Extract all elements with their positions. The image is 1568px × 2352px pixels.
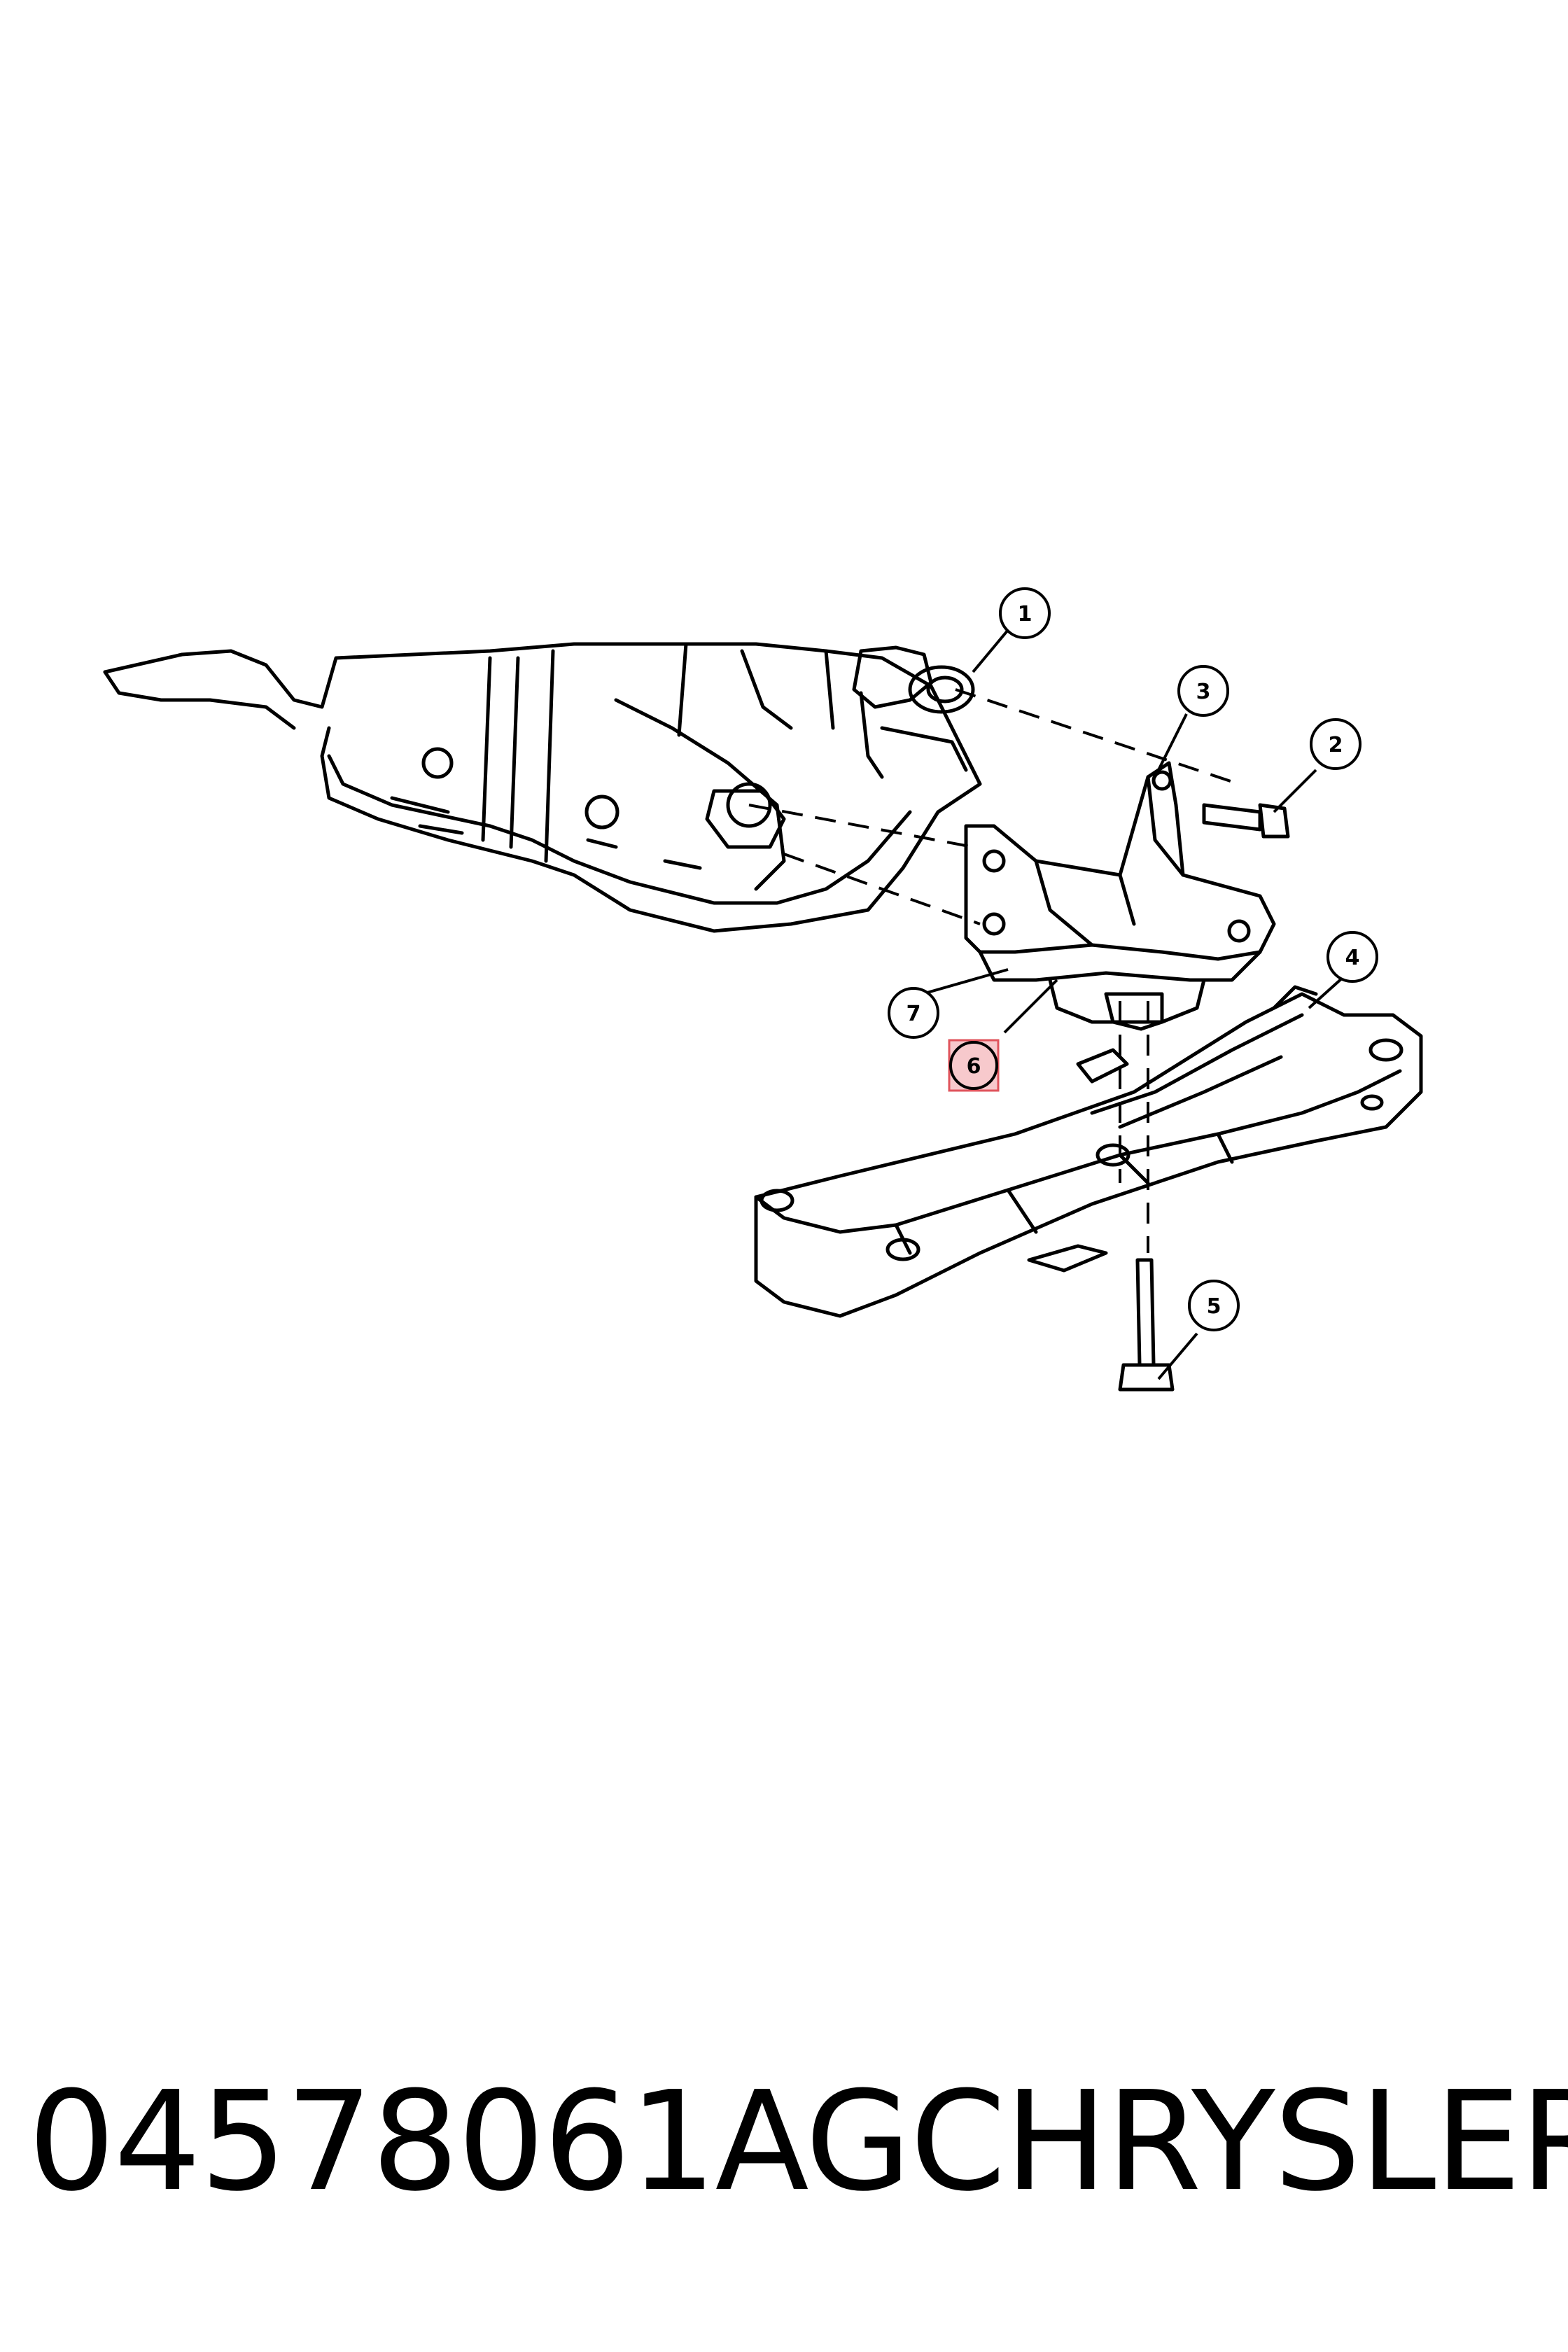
callout-2[interactable]: 2 xyxy=(1310,718,1362,770)
callout-6-label: 6 xyxy=(967,1054,981,1079)
callout-5[interactable]: 5 xyxy=(1188,1280,1240,1331)
callout-5-label: 5 xyxy=(1207,1294,1222,1319)
bolt-5 xyxy=(1118,1258,1175,1392)
callout-7-label: 7 xyxy=(906,1002,921,1026)
callout-2-label: 2 xyxy=(1329,733,1343,757)
callout-3[interactable]: 3 xyxy=(1177,665,1229,717)
callout-1[interactable]: 1 xyxy=(999,587,1051,639)
callout-7[interactable]: 7 xyxy=(888,987,939,1039)
part-number: 04578061AG xyxy=(28,2062,911,2222)
mount-bracket xyxy=(964,761,1276,1031)
bolt-2 xyxy=(1202,803,1290,839)
callout-1-label: 1 xyxy=(1018,602,1032,626)
callout-4-label: 4 xyxy=(1345,946,1360,970)
crossmember xyxy=(754,985,1423,1318)
callout-3-label: 3 xyxy=(1196,680,1211,704)
callout-4[interactable]: 4 xyxy=(1326,931,1378,983)
callout-6[interactable]: 6 xyxy=(948,1039,1000,1092)
transmission-housing xyxy=(103,642,982,933)
assembly-guide-lines xyxy=(748,688,1240,1253)
caption-bar: 04578061AG CHRYSLER xyxy=(0,2044,1568,2240)
brand-name: CHRYSLER xyxy=(910,2062,1568,2222)
